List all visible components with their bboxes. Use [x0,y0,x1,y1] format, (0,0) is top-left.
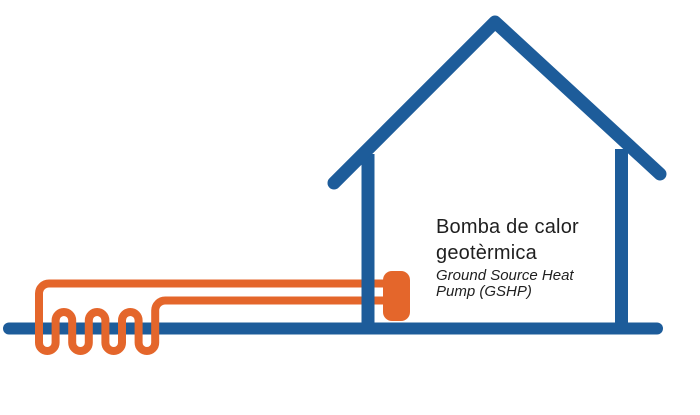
heat-pump-label: Bomba de calor geotèrmica Ground Source … [436,214,616,300]
heat-pump-unit [383,271,410,321]
label-title-line2: geotèrmica [436,242,537,264]
house-roof [327,15,667,190]
label-title-catalan: Bomba de calor geotèrmica [436,214,616,266]
label-title-line1: Bomba de calor [436,216,579,238]
label-subtitle-english: Ground Source Heat Pump (GSHP) [436,268,616,300]
label-subtitle-line2: Pump (GSHP) [436,283,532,300]
label-subtitle-line1: Ground Source Heat [436,267,574,284]
ground-loop-pipe [35,279,387,355]
